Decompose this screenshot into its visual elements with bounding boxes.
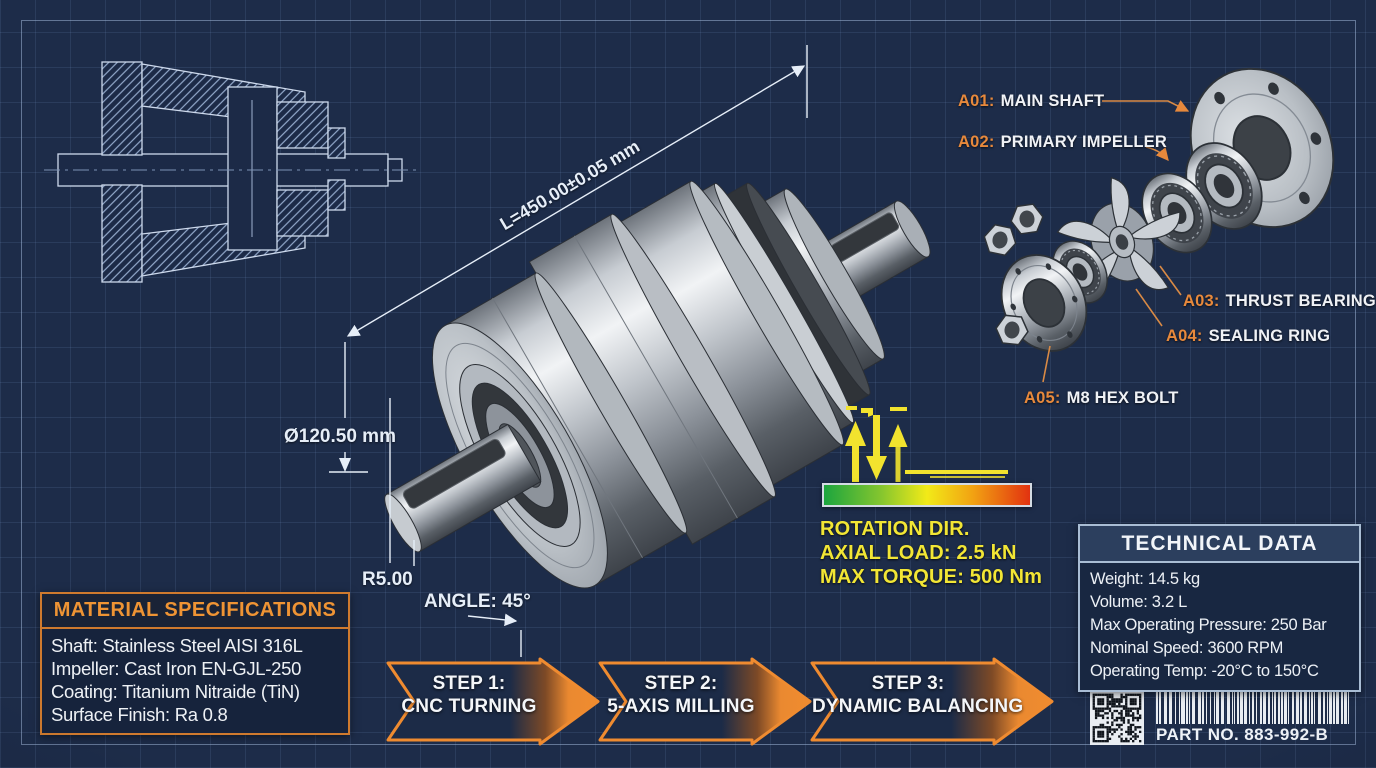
dimension-radius: R5.00: [362, 569, 413, 590]
part-name-a04: SEALING RING: [1208, 327, 1331, 345]
part-code-a03: A03:: [1183, 292, 1220, 310]
part-name-a02: PRIMARY IMPELLER: [1000, 133, 1167, 151]
step-3-label: DYNAMIC BALANCING: [812, 696, 1024, 717]
technical-data-row: Volume: 3.2 L: [1090, 593, 1188, 611]
step-3-number: STEP 3:: [871, 673, 945, 694]
axial-load-label: AXIAL LOAD: 2.5 kN: [820, 542, 1017, 564]
label-leader-lines: [1042, 100, 1190, 383]
dimension-lines: [329, 45, 808, 657]
blueprint-frame: [21, 20, 1356, 745]
qr-code-icon: [1090, 691, 1144, 745]
technical-data-panel: TECHNICAL DATA Weight: 14.5 kg Volume: 3…: [1078, 524, 1361, 692]
part-hex-nut-2: [1010, 203, 1044, 235]
material-specifications-panel: MATERIAL SPECIFICATIONS Shaft: Stainless…: [40, 592, 350, 735]
process-step-3: STEP 3: DYNAMIC BALANCING: [812, 672, 1024, 718]
technical-data-row: Nominal Speed: 3600 RPM: [1090, 639, 1284, 657]
load-info-block: ROTATION DIR. AXIAL LOAD: 2.5 kN MAX TOR…: [820, 517, 1042, 589]
part-code-a05: A05:: [1024, 389, 1061, 407]
max-torque-label: MAX TORQUE: 500 Nm: [820, 566, 1043, 588]
material-specifications-title: MATERIAL SPECIFICATIONS: [42, 594, 348, 629]
technical-data-row: Operating Temp: -20°C to 150°C: [1090, 662, 1319, 680]
part-label-a01: A01: MAIN SHAFT: [958, 92, 1104, 111]
load-gradient-bar: [822, 483, 1032, 507]
part-label-a02: A02: PRIMARY IMPELLER: [958, 133, 1167, 152]
part-number-label: PART NO. 883-992-B: [1156, 725, 1329, 744]
part-code-a02: A02:: [958, 133, 995, 151]
barcode-icon: [1156, 690, 1349, 724]
part-bearing-large: [1185, 142, 1263, 230]
material-spec-row: Surface Finish: Ra 0.8: [51, 704, 228, 725]
rotation-direction-arrows: [845, 406, 1008, 482]
material-spec-row: Impeller: Cast Iron EN-GJL-250: [51, 658, 302, 679]
step-2-label: 5-AXIS MILLING: [607, 696, 755, 717]
technical-data-title: TECHNICAL DATA: [1080, 526, 1359, 563]
material-spec-row: Shaft: Stainless Steel AISI 316L: [51, 635, 303, 656]
technical-data-row: Weight: 14.5 kg: [1090, 570, 1200, 588]
dimension-diameter: Ø120.50 mm: [284, 426, 396, 447]
step-2-number: STEP 2:: [644, 673, 718, 694]
step-1-number: STEP 1:: [432, 673, 506, 694]
part-label-a04: A04: SEALING RING: [1166, 327, 1330, 346]
rotation-direction-label: ROTATION DIR.: [820, 518, 970, 540]
part-hex-nut-3: [995, 314, 1029, 346]
part-label-a03: A03: THRUST BEARING: [1183, 292, 1376, 311]
part-code-a04: A04:: [1166, 327, 1203, 345]
part-label-a05: A05: M8 HEX BOLT: [1024, 389, 1178, 408]
exploded-view: [983, 67, 1335, 383]
material-spec-row: Coating: Titanium Nitraide (TiN): [51, 681, 300, 702]
process-step-arrows: [386, 657, 1054, 746]
part-code-a01: A01:: [958, 92, 995, 110]
process-step-1: STEP 1: CNC TURNING: [390, 672, 548, 718]
process-step-2: STEP 2: 5-AXIS MILLING: [602, 672, 760, 718]
part-name-a03: THRUST BEARING: [1225, 292, 1376, 310]
technical-data-row: Max Operating Pressure: 250 Bar: [1090, 616, 1327, 634]
part-hex-nut-1: [983, 223, 1017, 257]
dimension-angle: ANGLE: 45°: [424, 591, 531, 612]
step-1-label: CNC TURNING: [401, 696, 537, 717]
cross-section-drawing: [44, 61, 416, 283]
part-name-a05: M8 HEX BOLT: [1066, 389, 1179, 407]
part-name-a01: MAIN SHAFT: [1000, 92, 1105, 110]
